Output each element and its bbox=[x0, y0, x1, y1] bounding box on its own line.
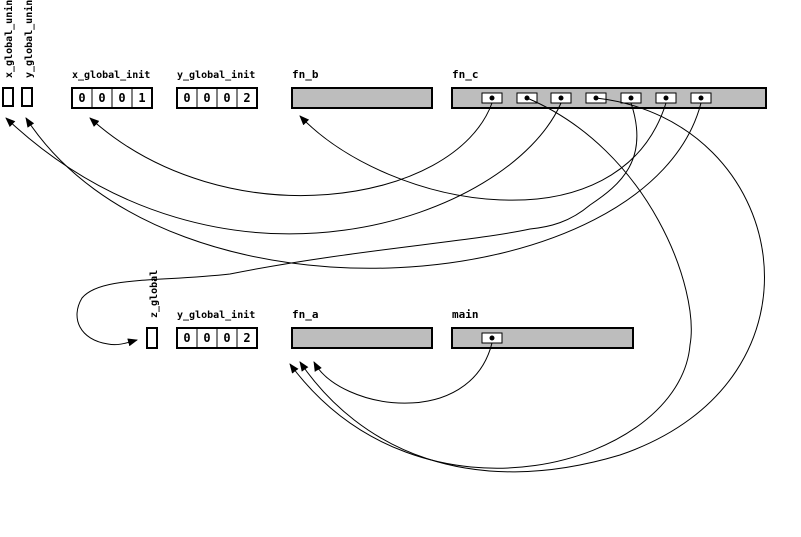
x-global-uninit-label: x_global_unin bbox=[3, 0, 15, 78]
main-pointer-slot bbox=[481, 332, 503, 344]
x-global-init-digit: 0 bbox=[118, 91, 125, 105]
y-global-uninit-label: y_global_unin bbox=[23, 0, 35, 78]
fn-c-pointer-slot bbox=[481, 92, 503, 104]
arrow-fn-c-to-fn-a bbox=[289, 97, 692, 469]
y-global-init-bottom-label: y_global_init bbox=[177, 309, 255, 321]
y-global-init-top-label: y_global_init bbox=[177, 69, 255, 81]
fn-b-label: fn_b bbox=[292, 68, 319, 81]
arrow-fn-c-to-y-global-unin bbox=[25, 102, 702, 269]
y-global-init-bottom-digit: 0 bbox=[183, 331, 190, 345]
y-global-init-top-digit: 0 bbox=[183, 91, 190, 105]
y-global-init-bottom-digit: 0 bbox=[203, 331, 210, 345]
x-global-init-digit: 0 bbox=[98, 91, 105, 105]
arrow-fn-c-to-x-global-unin bbox=[5, 102, 562, 235]
arrow-fn-c-to-fn-a-second bbox=[299, 97, 765, 473]
z-global-box bbox=[146, 327, 158, 349]
arrow-fn-c-to-x-global-init bbox=[89, 102, 493, 196]
fn-c-pointer-slot bbox=[620, 92, 642, 104]
arrow-fn-c-to-z-global bbox=[76, 102, 638, 347]
x-global-init-box: 0 0 0 1 bbox=[71, 87, 153, 109]
fn-c-label: fn_c bbox=[452, 68, 479, 81]
x-global-init-label: x_global_init bbox=[72, 69, 150, 81]
y-global-init-top-digit: 0 bbox=[223, 91, 230, 105]
fn-b-block bbox=[291, 87, 433, 109]
arrow-main-to-fn-a bbox=[313, 342, 493, 404]
x-global-init-digit: 0 bbox=[78, 91, 85, 105]
y-global-uninit-box bbox=[21, 87, 33, 107]
y-global-init-top-digit: 0 bbox=[203, 91, 210, 105]
x-global-init-digit: 1 bbox=[138, 91, 145, 105]
fn-c-pointer-slot bbox=[655, 92, 677, 104]
y-global-init-bottom-box: 0 0 0 2 bbox=[176, 327, 258, 349]
fn-a-label: fn_a bbox=[292, 308, 319, 321]
y-global-init-top-box: 0 0 0 2 bbox=[176, 87, 258, 109]
fn-c-pointer-slot bbox=[690, 92, 712, 104]
y-global-init-top-digit: 2 bbox=[243, 91, 250, 105]
y-global-init-bottom-digit: 2 bbox=[243, 331, 250, 345]
x-global-uninit-box bbox=[2, 87, 14, 107]
fn-a-block bbox=[291, 327, 433, 349]
main-block bbox=[451, 327, 634, 349]
fn-c-pointer-slot bbox=[550, 92, 572, 104]
y-global-init-bottom-digit: 0 bbox=[223, 331, 230, 345]
z-global-label: z_global bbox=[149, 270, 160, 318]
main-label: main bbox=[452, 308, 479, 321]
arrow-fn-c-to-fn-b bbox=[299, 102, 667, 201]
